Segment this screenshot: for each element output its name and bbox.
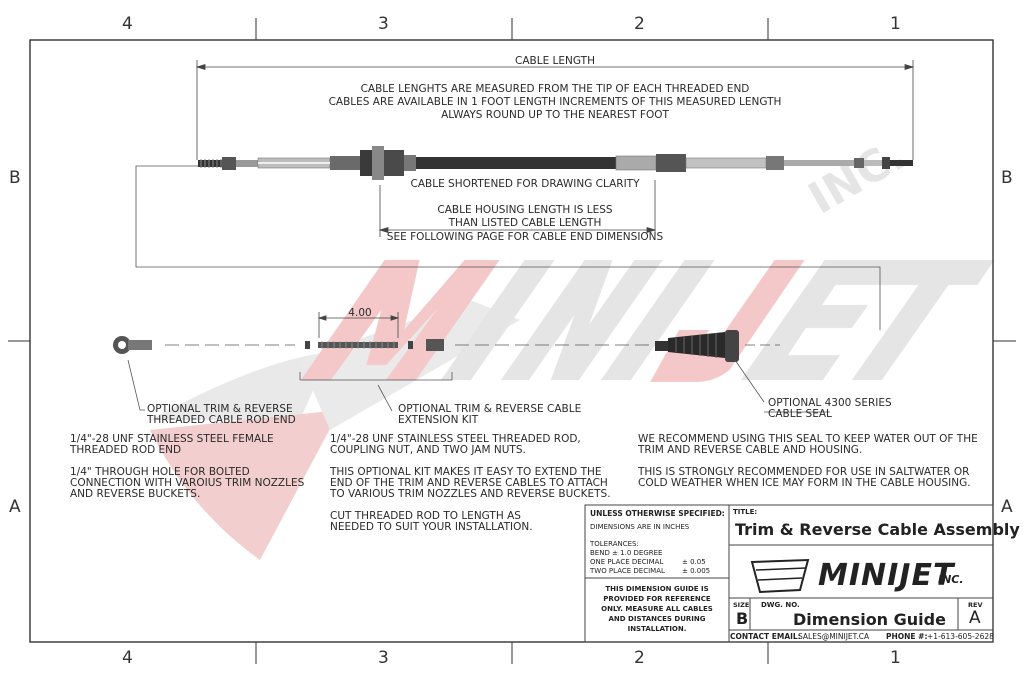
cable-length-dimension <box>195 60 915 160</box>
title-block-logo <box>750 558 810 594</box>
housing-dimension <box>378 180 657 237</box>
parts-row <box>113 312 780 362</box>
rod-end-callout-line-1: OPTIONAL TRIM & REVERSE <box>147 403 293 415</box>
phone-label: PHONE #: <box>886 632 928 641</box>
tolerances-label: TOLERANCES: <box>590 540 639 548</box>
extension-desc-2: COUPLING NUT, AND TWO JAM NUTS. <box>330 444 526 456</box>
logo-text: MINIJET <box>818 558 955 593</box>
disclaimer-line-3: ONLY. MEASURE ALL CABLES <box>601 605 713 613</box>
zone-top-2: 2 <box>634 14 645 34</box>
logo-suffix: INC. <box>938 573 964 586</box>
zone-bottom-1: 1 <box>890 648 901 668</box>
contact-label: CONTACT EMAIL: <box>730 632 801 641</box>
zone-bottom-4: 4 <box>122 648 133 668</box>
disclaimer-line-4: AND DISTANCES DURING <box>608 615 706 623</box>
extension-kit-part <box>305 339 444 351</box>
callout-leaders <box>127 359 830 413</box>
two-place-value: ± 0.005 <box>682 567 711 575</box>
routing-lines <box>135 165 881 330</box>
extension-callout-line-2: EXTENSION KIT <box>398 414 479 426</box>
shortened-note: CABLE SHORTENED FOR DRAWING CLARITY <box>410 178 640 190</box>
rod-end-desc-6: AND REVERSE BUCKETS. <box>70 488 201 500</box>
measure-note-line-3: ALWAYS ROUND UP TO THE NEAREST FOOT <box>441 109 669 121</box>
seal-desc-2: TRIM AND REVERSE CABLE AND HOUSING. <box>638 444 863 456</box>
title-block-lines <box>584 504 994 643</box>
drawing-title: Trim & Reverse Cable Assembly <box>735 520 1020 539</box>
seal-desc-4: THIS IS STRONGLY RECOMMENDED FOR USE IN … <box>638 466 970 478</box>
rod-end-desc-5: CONNECTION WITH VAROIUS TRIM NOZZLES <box>70 477 305 489</box>
seal-desc-1: WE RECOMMEND USING THIS SEAL TO KEEP WAT… <box>638 433 978 445</box>
rod-end-desc-4: 1/4" THROUGH HOLE FOR BOLTED <box>70 466 250 478</box>
two-place-label: TWO PLACE DECIMAL <box>590 567 665 575</box>
measure-note-line-2: CABLES ARE AVAILABLE IN 1 FOOT LENGTH IN… <box>328 96 782 108</box>
zone-bottom-2: 2 <box>634 648 645 668</box>
extension-desc-6: TO VARIOUS TRIM NOZZLES AND REVERSE BUCK… <box>330 488 611 500</box>
cable-length-label: CABLE LENGTH <box>515 55 595 67</box>
disclaimer-line-1: THIS DIMENSION GUIDE IS <box>605 585 709 593</box>
size-value: B <box>736 609 749 628</box>
phone-value: +1-613-605-2628 <box>927 632 994 641</box>
extension-desc-4: THIS OPTIONAL KIT MAKES IT EASY TO EXTEN… <box>330 466 602 478</box>
zone-top-4: 4 <box>122 14 133 34</box>
rod-end-callout-line-2: THREADED CABLE ROD END <box>147 414 296 426</box>
title-label: TITLE: <box>733 508 758 516</box>
bend-tolerance: BEND ± 1.0 DEGREE <box>590 549 663 557</box>
size-label: SIZE <box>733 601 750 609</box>
rod-end-desc-2: THREADED ROD END <box>70 444 182 456</box>
extension-desc-5: END OF THE TRIM AND REVERSE CABLES TO AT… <box>330 477 608 489</box>
rev-label: REV <box>968 601 983 609</box>
rod-end-part <box>113 336 152 354</box>
one-place-value: ± 0.05 <box>682 558 706 566</box>
dwg-label: DWG. NO. <box>761 601 800 609</box>
zone-left-a: A <box>9 497 21 517</box>
measure-note-line-1: CABLE LENGHTS ARE MEASURED FROM THE TIP … <box>360 83 750 95</box>
dimensions-note: DIMENSIONS ARE IN INCHES <box>590 523 690 531</box>
zone-right-b: B <box>1001 168 1013 188</box>
cable-seal-part <box>655 330 739 362</box>
sheet-border <box>8 18 1016 664</box>
following-page-note: SEE FOLLOWING PAGE FOR CABLE END DIMENSI… <box>386 231 664 243</box>
zone-top-3: 3 <box>378 14 389 34</box>
housing-note-line-2: THAN LISTED CABLE LENGTH <box>448 217 602 229</box>
dwg-value: Dimension Guide <box>793 610 946 629</box>
zone-right-a: A <box>1001 497 1013 517</box>
disclaimer-line-2: PROVIDED FOR REFERENCE <box>603 595 711 603</box>
one-place-label: ONE PLACE DECIMAL <box>590 558 664 566</box>
seal-desc-5: COLD WEATHER WHEN ICE MAY FORM IN THE CA… <box>638 477 971 489</box>
zone-bottom-3: 3 <box>378 648 389 668</box>
cable-assembly <box>198 146 913 180</box>
extension-desc-8: CUT THREADED ROD TO LENGTH AS <box>330 510 521 522</box>
disclaimer-line-5: INSTALLATION. <box>627 625 687 633</box>
svg-text:INC.: INC. <box>800 129 914 224</box>
seal-callout-line-1: OPTIONAL 4300 SERIES <box>768 397 892 409</box>
contact-email: SALES@MINIJET.CA <box>798 632 870 641</box>
extension-desc-9: NEEDED TO SUIT YOUR INSTALLATION. <box>330 521 533 533</box>
seal-callout-line-2: CABLE SEAL <box>768 408 832 420</box>
zone-top-1: 1 <box>890 14 901 34</box>
extension-dimension-value: 4.00 <box>348 307 372 319</box>
housing-note-line-1: CABLE HOUSING LENGTH IS LESS <box>437 204 613 216</box>
rod-end-desc-1: 1/4"-28 UNF STAINLESS STEEL FEMALE <box>70 433 274 445</box>
zone-left-b: B <box>9 168 21 188</box>
extension-callout-line-1: OPTIONAL TRIM & REVERSE CABLE <box>398 403 582 415</box>
rev-value: A <box>969 608 981 628</box>
unless-specified-label: UNLESS OTHERWISE SPECIFIED: <box>590 509 725 518</box>
extension-desc-1: 1/4"-28 UNF STAINLESS STEEL THREADED ROD… <box>330 433 581 445</box>
